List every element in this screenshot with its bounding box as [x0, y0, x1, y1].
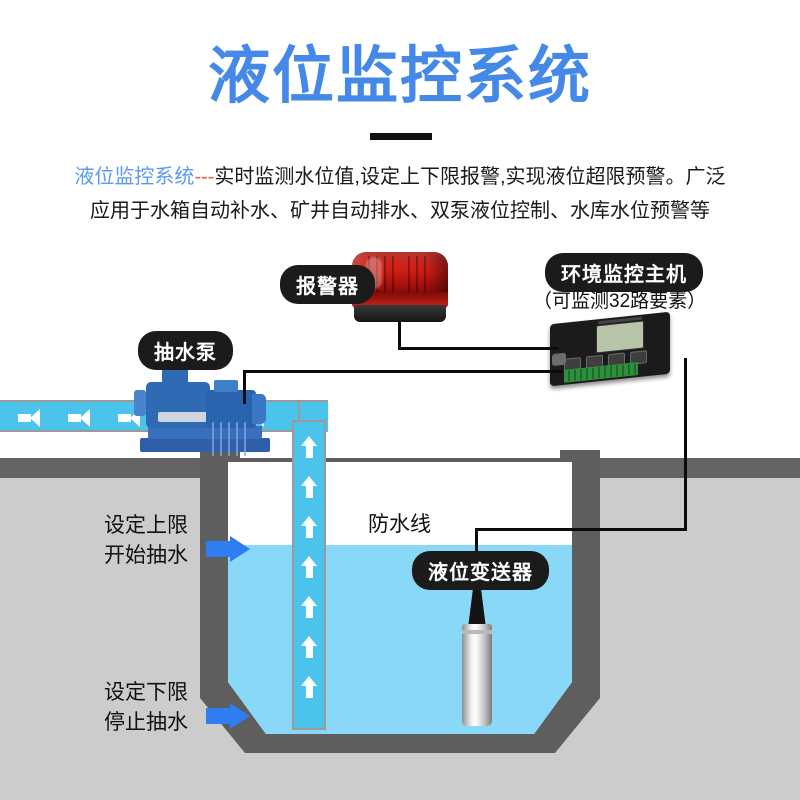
page-title: 液位监控系统	[207, 42, 592, 111]
terminal-pin	[568, 370, 570, 382]
motor-fin	[220, 422, 222, 456]
flow-arrow-up	[301, 596, 317, 618]
terminal-pin	[616, 365, 618, 377]
beacon-rib	[416, 256, 418, 292]
transmitter-cable-gland	[468, 588, 486, 628]
terminal-pin	[610, 365, 612, 377]
cable-beacon-drop	[398, 322, 401, 350]
flow-arrow-up	[301, 676, 317, 698]
terminal-pin	[592, 367, 594, 379]
arrow-upper-limit	[206, 536, 250, 562]
label-monitoring-host-sub: （可监测32路要素）	[533, 291, 707, 312]
transmitter-body	[462, 624, 492, 726]
label-upper-limit-line2: 开始抽水	[104, 544, 188, 567]
terminal-pin	[628, 363, 630, 376]
flow-arrow-left	[68, 409, 90, 427]
beacon-rib	[384, 256, 386, 292]
description-line-1: 实时监测水位值,设定上下限报警,实现液位超限预警。广泛	[214, 166, 726, 188]
beacon-rib	[392, 256, 394, 292]
description-highlight: 液位监控系统	[74, 166, 195, 188]
motor-fin	[244, 422, 246, 456]
terminal-pin	[598, 367, 600, 379]
level-transmitter-device	[462, 588, 492, 728]
flow-arrow-up	[301, 556, 317, 578]
label-waterproof-cable: 防水线	[368, 513, 431, 536]
terminal-pin	[604, 366, 606, 378]
cable-host-right-drop	[684, 358, 687, 530]
label-water-pump: 抽水泵	[138, 331, 233, 370]
terminal-pin	[622, 364, 624, 376]
pump-flange-left	[134, 390, 146, 416]
transmitter-ring	[462, 630, 492, 634]
arrow-lower-limit	[206, 703, 250, 729]
cable-pump-drop	[243, 370, 246, 404]
label-monitoring-host: 环境监控主机	[545, 253, 703, 292]
label-lower-limit-line1: 设定下限	[104, 681, 188, 704]
label-level-transmitter: 液位变送器	[412, 551, 549, 590]
flow-arrow-up	[301, 636, 317, 658]
motor-fin	[212, 422, 214, 456]
motor-fin	[236, 422, 238, 456]
page-description: 液位监控系统---实时监测水位值,设定上下限报警,实现液位超限预警。广泛 应用于…	[30, 160, 770, 228]
flow-arrow-left	[18, 409, 40, 427]
label-lower-limit: 设定下限 停止抽水	[104, 678, 188, 738]
beacon-louver-band	[352, 292, 448, 306]
label-lower-limit-line2: 停止抽水	[104, 711, 188, 734]
terminal-pin	[634, 363, 636, 375]
host-lcd-screen	[596, 320, 644, 354]
cable-host-to-pump	[243, 370, 563, 373]
cable-run-to-sensor	[475, 528, 687, 531]
terminal-pin	[574, 369, 576, 381]
description-dash: ---	[194, 166, 215, 188]
monitoring-host-device	[550, 311, 670, 387]
pump-casing	[146, 382, 210, 428]
title-underline	[370, 133, 432, 140]
pump-plinth	[148, 426, 262, 439]
motor-fan-cover	[252, 394, 266, 424]
label-upper-limit-line1: 设定上限	[104, 514, 188, 537]
cable-beacon-to-host	[398, 347, 558, 350]
flow-arrow-up	[301, 516, 317, 538]
label-alarm: 报警器	[280, 265, 375, 304]
terminal-pin	[586, 368, 588, 380]
pipe-vertical-riser	[292, 420, 326, 730]
host-antenna-connector	[552, 352, 566, 367]
pump-motor	[206, 390, 256, 456]
pump-nameplate	[158, 412, 208, 422]
beacon-rib	[408, 256, 410, 292]
label-upper-limit: 设定上限 开始抽水	[104, 511, 188, 571]
water-pump-device	[134, 360, 270, 465]
beacon-rib	[424, 256, 426, 292]
motor-fin	[228, 422, 230, 456]
flow-arrow-up	[301, 476, 317, 498]
terminal-pin	[580, 368, 582, 381]
flow-arrow-left	[118, 409, 140, 427]
beacon-rib	[376, 256, 378, 292]
beacon-base	[354, 305, 446, 322]
description-line-2: 应用于水箱自动补水、矿井自动排水、双泵液位控制、水库水位预警等	[90, 200, 710, 222]
motor-terminal-box	[214, 380, 238, 392]
pump-base	[140, 438, 270, 452]
flow-arrow-up	[301, 436, 317, 458]
